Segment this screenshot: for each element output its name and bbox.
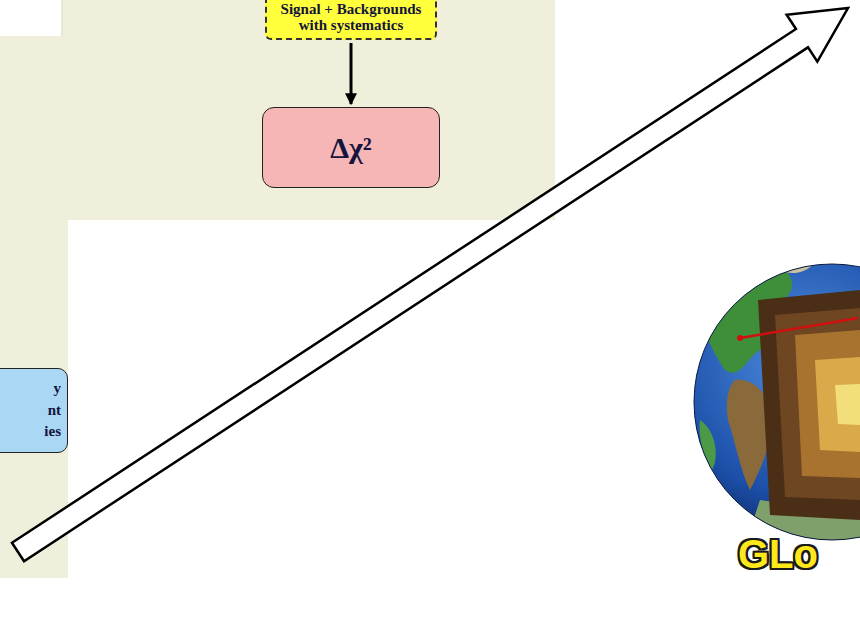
- box-text: Signal + Backgrounds with systematics: [275, 1, 427, 34]
- globe-illustration: [694, 258, 860, 560]
- beige-panel: [0, 0, 555, 578]
- chi-square-box: Δχ²: [262, 107, 440, 188]
- input-box: Signal + Backgrounds with systematics: [265, 0, 437, 40]
- box-text: Δχ²: [330, 131, 372, 164]
- logo-text: GLo: [738, 532, 818, 577]
- flow-arrow: [350, 43, 353, 104]
- panel-edge: [62, 0, 63, 36]
- box-text: y nt ies: [21, 378, 61, 443]
- cut-off-box: y nt ies: [0, 368, 68, 453]
- hollow-arrow: [12, 8, 848, 561]
